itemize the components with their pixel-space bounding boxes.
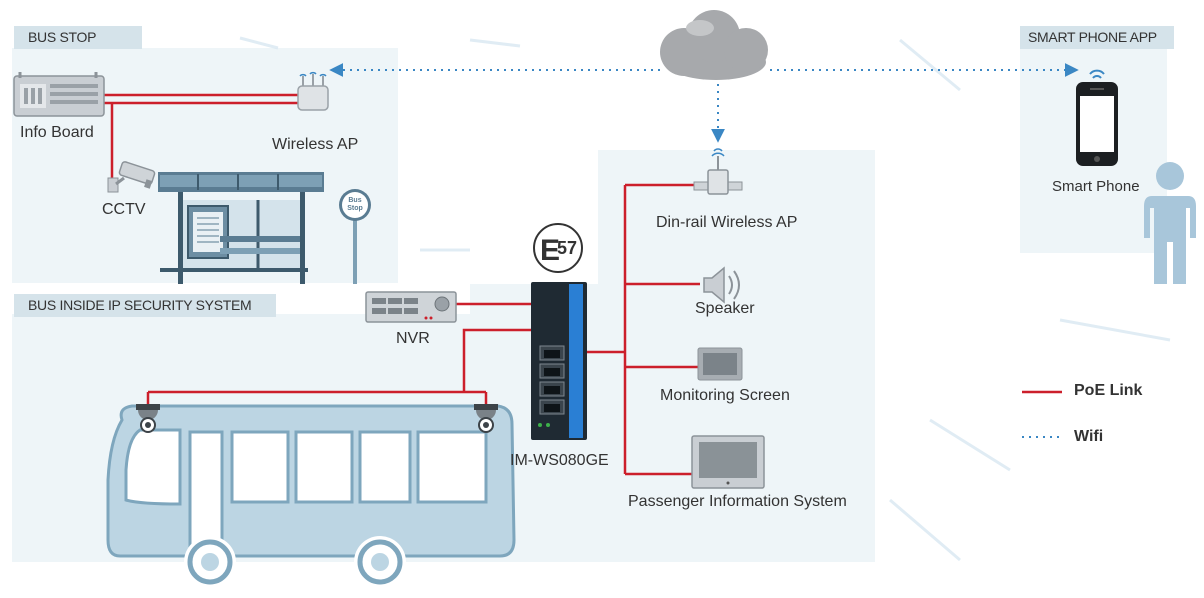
monitoring-screen-icon bbox=[697, 347, 743, 381]
cctv-icon bbox=[107, 161, 156, 193]
passenger-info-label: Passenger Information System bbox=[628, 493, 847, 510]
legend-wifi-label: Wifi bbox=[1074, 428, 1104, 445]
bus-stop-tag: BUS STOP bbox=[14, 26, 142, 49]
switch-icon bbox=[531, 282, 587, 440]
switch-model-label: IM-WS080GE bbox=[510, 452, 609, 469]
din-rail-ap-label: Din-rail Wireless AP bbox=[656, 214, 798, 231]
info-board-icon bbox=[13, 72, 105, 117]
wireless-ap-label: Wireless AP bbox=[272, 136, 359, 153]
e-mark-badge: E bbox=[533, 223, 583, 273]
smart-phone-app-tag: SMART PHONE APP bbox=[1020, 26, 1174, 49]
din-rail-ap-icon bbox=[693, 148, 743, 195]
legend-poe-label: PoE Link bbox=[1074, 382, 1143, 399]
bus-inside-tag: BUS INSIDE IP SECURITY SYSTEM bbox=[14, 294, 276, 317]
nvr-icon bbox=[365, 291, 457, 323]
dome-camera-icon-right bbox=[474, 404, 498, 433]
bus-stop-sign-label: Bus Stop bbox=[347, 197, 363, 212]
bus-shelter-icon bbox=[158, 172, 324, 284]
smart-phone-icon bbox=[1076, 69, 1118, 166]
bus-icon bbox=[106, 404, 516, 588]
smart-phone-label: Smart Phone bbox=[1052, 178, 1140, 195]
background-streaks bbox=[239, 36, 1171, 562]
bus-stop-sign-icon bbox=[339, 189, 371, 284]
passenger-info-icon bbox=[691, 435, 765, 489]
nvr-label: NVR bbox=[396, 330, 430, 347]
speaker-label: Speaker bbox=[695, 300, 755, 317]
svg-text:E: E bbox=[540, 234, 560, 267]
poe-links bbox=[104, 93, 700, 476]
e-mark-number: 57 bbox=[557, 238, 578, 258]
cloud-icon bbox=[660, 10, 768, 80]
cctv-label: CCTV bbox=[102, 201, 146, 218]
monitoring-screen-label: Monitoring Screen bbox=[660, 387, 790, 404]
dome-camera-icon-left bbox=[136, 404, 160, 433]
wifi-links bbox=[329, 63, 1079, 143]
person-icon bbox=[1144, 162, 1196, 284]
info-board-label: Info Board bbox=[20, 124, 94, 141]
speaker-icon bbox=[703, 266, 740, 304]
wireless-ap-icon bbox=[297, 71, 329, 111]
